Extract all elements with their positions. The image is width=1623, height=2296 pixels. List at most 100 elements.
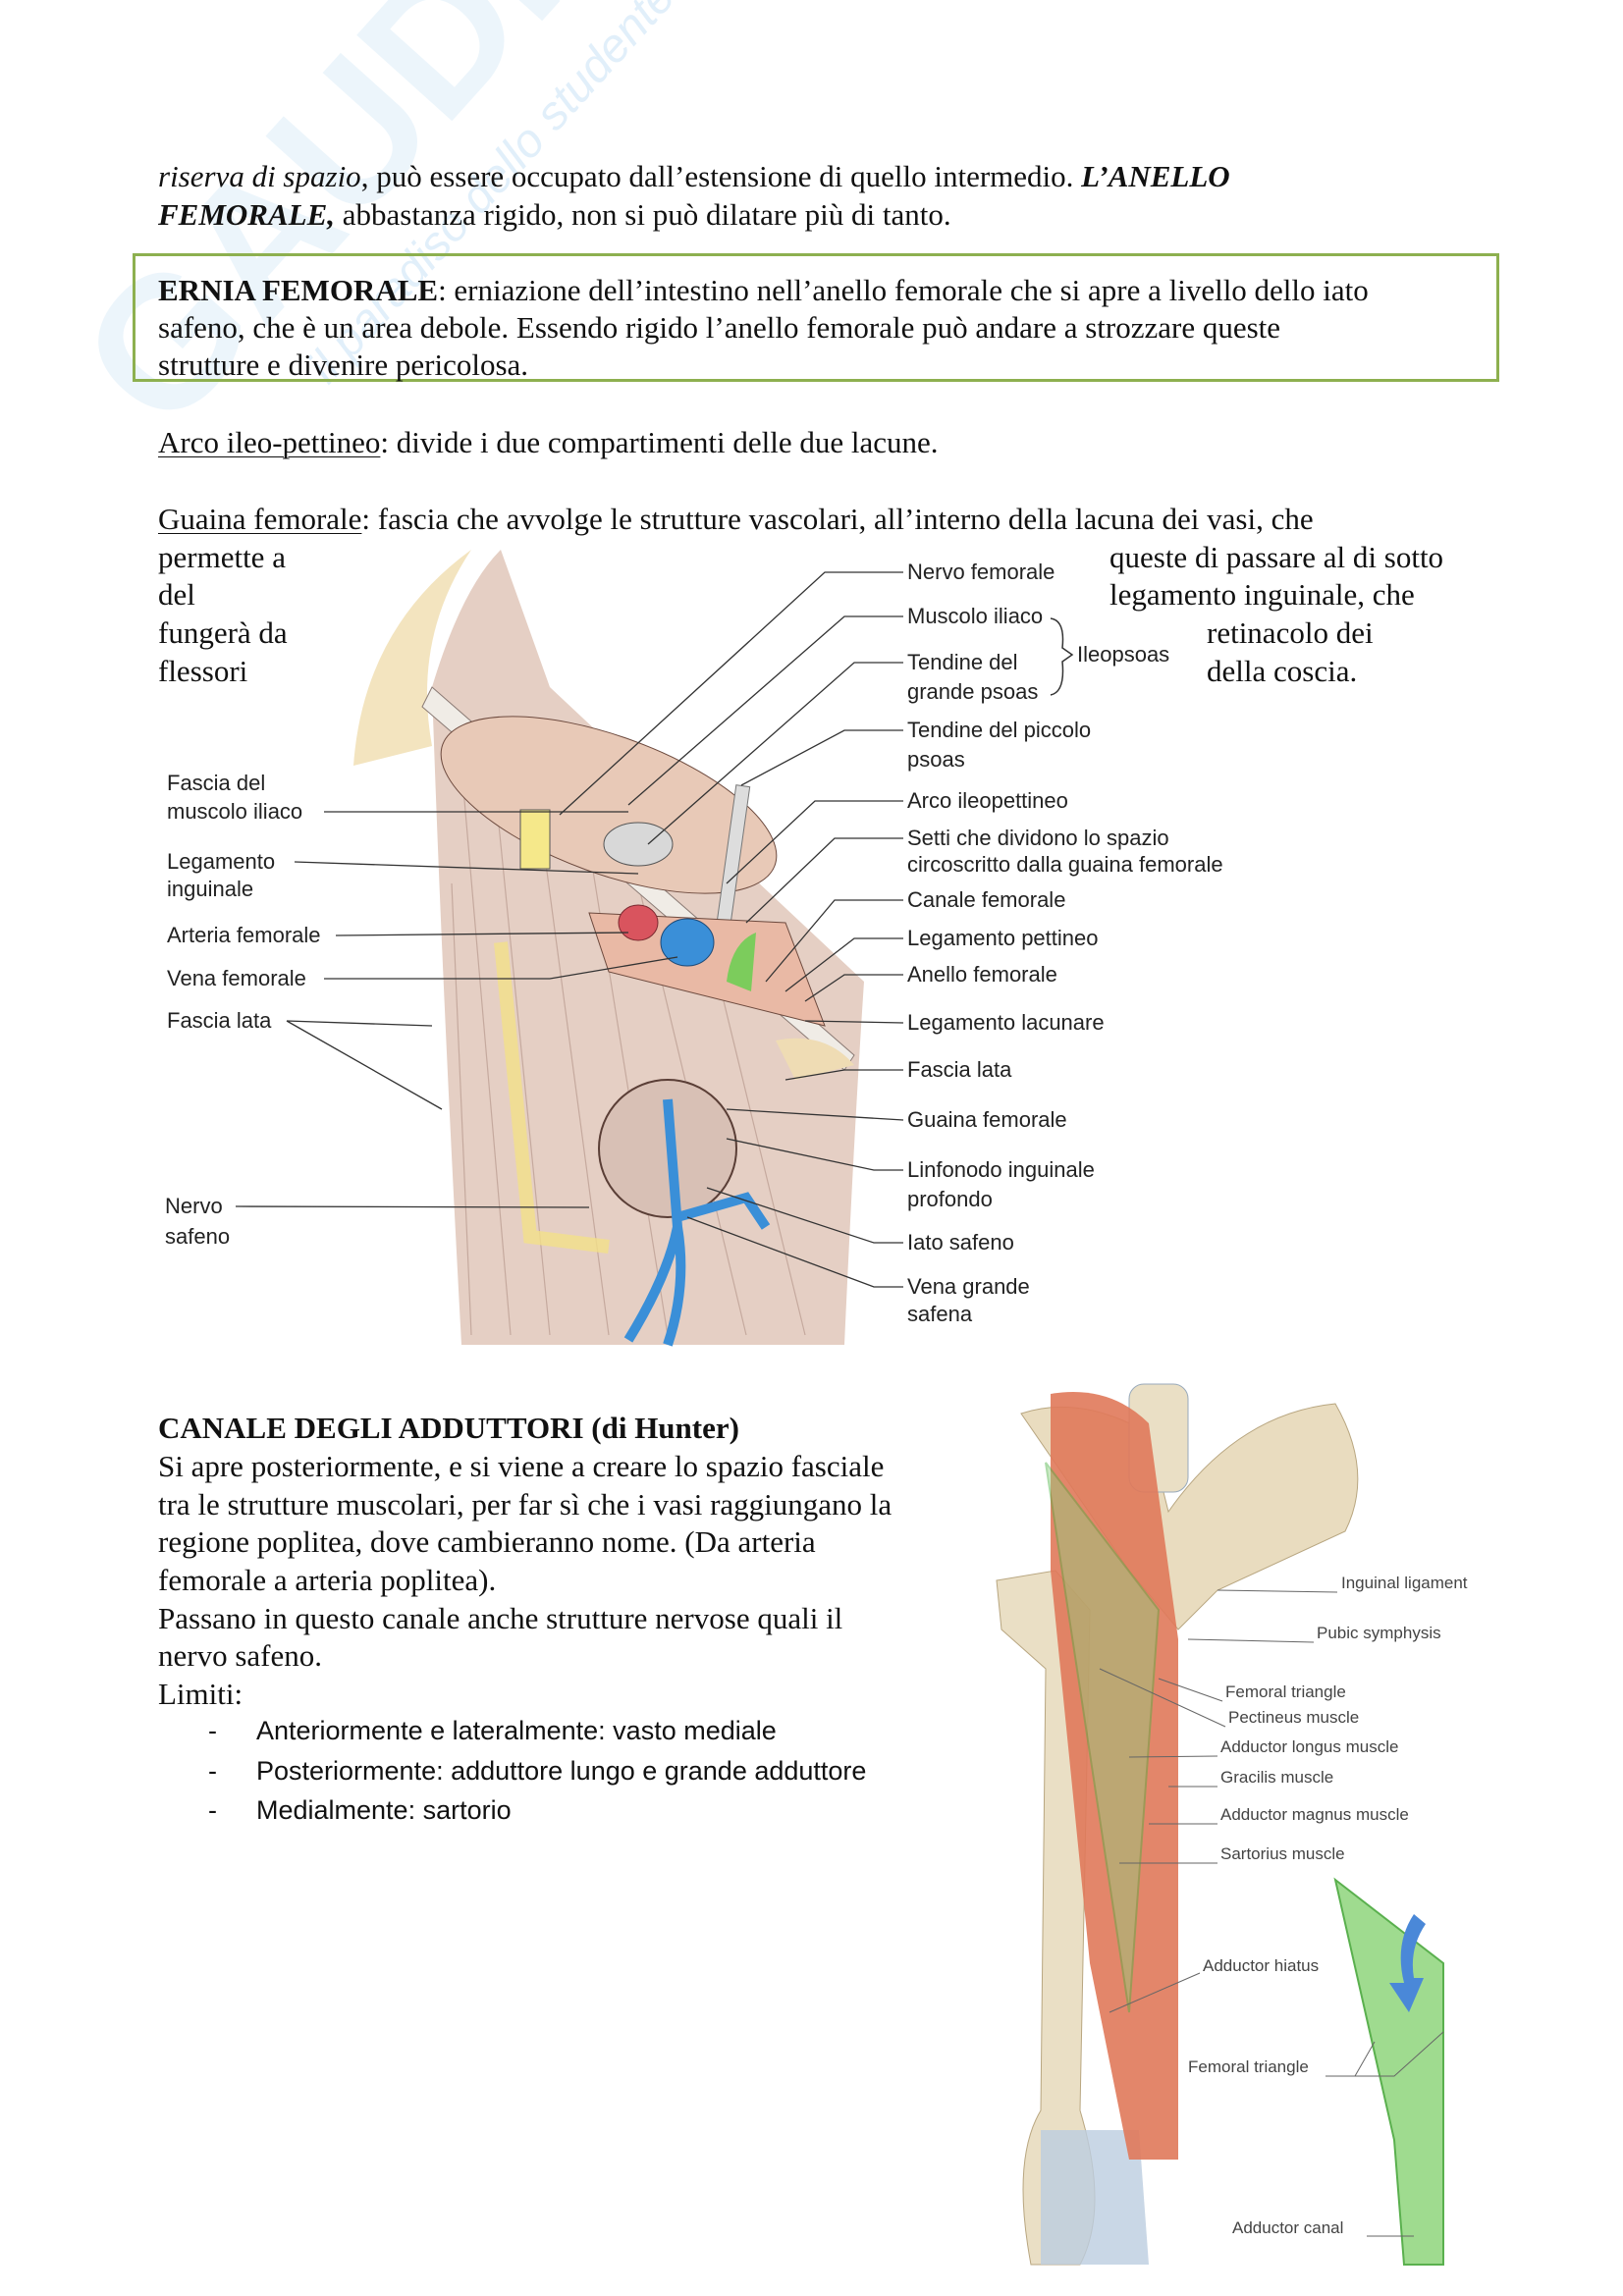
label-muscolo-iliaco: Muscolo iliaco xyxy=(907,604,1044,628)
bullet-marker: - xyxy=(208,1716,217,1745)
lacunar-ligament xyxy=(776,1038,854,1080)
label-vena-grande-1: Vena grande xyxy=(907,1274,1030,1299)
saphenous-nerve xyxy=(494,941,610,1254)
knee xyxy=(1041,2130,1149,2265)
label-ileopsoas: Ileopsoas xyxy=(1077,642,1170,667)
label-fascia-lata-right: Fascia lata xyxy=(907,1057,1012,1082)
label-fascia-iliaco-1: Fascia del xyxy=(167,771,266,795)
guaina-line: Guaina femorale: fascia che avvolge le s… xyxy=(158,501,1314,538)
text: : divide i due compartimenti delle due l… xyxy=(380,425,939,459)
label-linfonodo-2: profondo xyxy=(907,1187,993,1211)
label-tendine-piccolo-2: psoas xyxy=(907,747,965,772)
label-iato-safeno: Iato safeno xyxy=(907,1230,1014,1255)
femoral-sheath xyxy=(588,912,826,1027)
ernia-femorale-box xyxy=(133,253,1499,382)
label-vena-femorale: Vena femorale xyxy=(167,966,306,990)
guaina-right-2: legamento inguinale, che xyxy=(1109,577,1415,612)
label-nervo-femorale: Nervo femorale xyxy=(907,560,1055,584)
arco-term: Arco ileo-pettineo xyxy=(158,425,381,459)
label-fascia-iliaco-2: muscolo iliaco xyxy=(167,799,303,824)
label-pubic-symphysis: Pubic symphysis xyxy=(1317,1624,1441,1642)
ernia-line3: strutture e divenire pericolosa. xyxy=(158,347,529,382)
label-arteria-femorale: Arteria femorale xyxy=(167,923,321,947)
label-femoral-triangle-2: Femoral triangle xyxy=(1188,2057,1309,2076)
canale-line-2: tra le strutture muscolari, per far sì c… xyxy=(158,1487,893,1522)
label-adductor-canal: Adductor canal xyxy=(1232,2218,1344,2237)
text: : fascia che avvolge le strutture vascol… xyxy=(361,502,1314,536)
label-setti-2: circoscritto dalla guaina femorale xyxy=(907,852,1223,877)
ernia-line1: ERNIA FEMORALE: erniazione dell’intestin… xyxy=(158,272,1369,309)
label-gracilis: Gracilis muscle xyxy=(1220,1768,1334,1787)
label-adductor-longus: Adductor longus muscle xyxy=(1220,1737,1399,1756)
adductor-canal-diagram xyxy=(1333,1877,1444,2266)
label-tendine-piccolo-1: Tendine del piccolo xyxy=(907,718,1092,742)
label-femoral-triangle: Femoral triangle xyxy=(1225,1682,1346,1701)
text: : erniazione dell’intestino nell’anello … xyxy=(438,273,1369,307)
label-legamento-inguinale-1: Legamento xyxy=(167,849,276,874)
guaina-left-3: fungerà da xyxy=(158,615,288,650)
bold-term: FEMORALE, xyxy=(158,197,336,232)
canale-line-6: nervo safeno. xyxy=(158,1638,322,1673)
bullet-marker: - xyxy=(208,1795,217,1825)
para1-line1: riserva di spazio, può essere occupato d… xyxy=(158,158,1230,195)
great-saphenous-vein xyxy=(623,1098,771,1347)
canale-line-4: femorale a arteria poplitea). xyxy=(158,1563,497,1597)
label-adductor-magnus: Adductor magnus muscle xyxy=(1220,1805,1409,1824)
guaina-left-1: permette a xyxy=(158,540,286,574)
label-guaina-femorale: Guaina femorale xyxy=(907,1107,1067,1132)
bullet-item: Posteriormente: adduttore lungo e grande… xyxy=(256,1756,867,1786)
femoral-vein-icon xyxy=(660,918,715,967)
muscles xyxy=(1051,1392,1178,2160)
label-tendine-grande-1: Tendine del xyxy=(907,650,1018,674)
ernia-line2: safeno, che è un area debole. Essendo ri… xyxy=(158,310,1281,345)
iliacus-muscle-section xyxy=(440,716,778,894)
label-legamento-pettineo: Legamento pettineo xyxy=(907,926,1099,950)
text: , può essere occupato dall’estensione di… xyxy=(360,159,1082,193)
label-linfonodo-1: Linfonodo inguinale xyxy=(907,1157,1095,1182)
canale-line-5: Passano in questo canale anche strutture… xyxy=(158,1601,843,1635)
guaina-left-4: flessori xyxy=(158,654,248,688)
guaina-term: Guaina femorale xyxy=(158,502,362,536)
label-sartorius: Sartorius muscle xyxy=(1220,1844,1345,1863)
label-anello-femorale: Anello femorale xyxy=(907,962,1057,987)
guaina-right-4: della coscia. xyxy=(1207,654,1358,688)
arrow-icon xyxy=(1389,1914,1426,2012)
psoas-tendon xyxy=(603,822,674,867)
label-nervo-safeno-1: Nervo xyxy=(165,1194,223,1218)
label-canale-femorale: Canale femorale xyxy=(907,887,1066,912)
label-pectineus: Pectineus muscle xyxy=(1228,1708,1360,1727)
guaina-right-1: queste di passare al di sotto xyxy=(1109,540,1444,574)
para1-line2: FEMORALE, abbastanza rigido, non si può … xyxy=(158,196,951,234)
label-inguinal-ligament: Inguinal ligament xyxy=(1341,1574,1468,1592)
guaina-left-2: del xyxy=(158,577,195,612)
bullet-item: Anteriormente e lateralmente: vasto medi… xyxy=(256,1716,777,1745)
label-legamento-inguinale-2: inguinale xyxy=(167,877,254,901)
label-arco-ileopettineo: Arco ileopettineo xyxy=(907,788,1068,813)
canale-line-1: Si apre posteriormente, e si viene a cre… xyxy=(158,1449,885,1483)
label-tendine-grande-2: grande psoas xyxy=(907,679,1039,704)
canale-line-3: regione poplitea, dove cambieranno nome.… xyxy=(158,1524,816,1559)
arco-line: Arco ileo-pettineo: divide i due compart… xyxy=(158,424,939,461)
leader-lines xyxy=(235,571,904,1288)
canale-title: CANALE DEGLI ADDUTTORI (di Hunter) xyxy=(158,1411,739,1445)
lymph-node-icon xyxy=(727,933,756,991)
ileopsoas-brace xyxy=(1050,617,1074,696)
label-adductor-hiatus: Adductor hiatus xyxy=(1203,1956,1320,1975)
italic-term: riserva di spazio xyxy=(158,159,361,193)
femoral-nerve xyxy=(519,809,551,870)
label-setti-1: Setti che dividono lo spazio xyxy=(907,826,1169,850)
femoral-triangle-overlay xyxy=(1045,1462,1161,2013)
bold-term: L’ANELLO xyxy=(1081,159,1230,193)
femoral-artery-icon xyxy=(618,904,659,941)
label-fascia-lata-left: Fascia lata xyxy=(167,1008,272,1033)
bullet-marker: - xyxy=(208,1756,217,1786)
label-nervo-safeno-2: safeno xyxy=(165,1224,231,1249)
ernia-title: ERNIA FEMORALE xyxy=(158,273,439,307)
bullet-item: Medialmente: sartorio xyxy=(256,1795,512,1825)
guaina-right-3: retinacolo dei xyxy=(1207,615,1374,650)
label-vena-grande-2: safena xyxy=(907,1302,973,1326)
thigh-muscles-illustration xyxy=(996,1383,1444,2266)
canale-line-7: Limiti: xyxy=(158,1677,243,1711)
text: abbastanza rigido, non si può dilatare p… xyxy=(335,197,951,232)
